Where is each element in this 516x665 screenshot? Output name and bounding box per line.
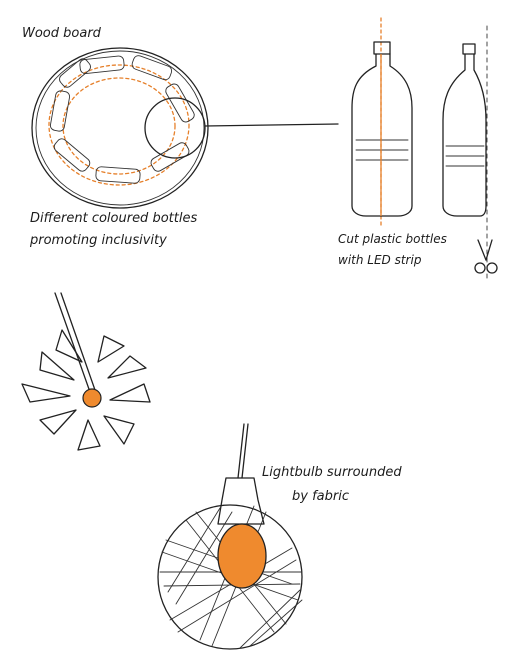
fabric-lamp-drawing [157, 423, 303, 650]
bottle-outline [351, 53, 413, 217]
lightbulb [217, 523, 267, 589]
label-cut-line2: with LED strip [338, 253, 422, 267]
label-wood-board: Wood board [22, 26, 102, 41]
wood-board-outer-circle [31, 47, 209, 209]
scissors-icon [474, 239, 498, 274]
zoom-circle [144, 97, 206, 159]
label-bottles-line2: promoting inclusivity [29, 233, 167, 248]
label-bottles-line1: Different coloured bottles [30, 211, 197, 226]
wood-board-drawing [31, 47, 339, 209]
label-bulb-line1: Lightbulb surrounded [262, 465, 402, 480]
pinwheel-lamp-drawing [21, 292, 151, 451]
pinwheel-bulb [82, 388, 102, 408]
bottle-ring [49, 55, 195, 184]
fabric-ball-outline [157, 504, 303, 650]
pinwheel-cord [54, 292, 91, 393]
cut-bottle-led-drawing [351, 17, 413, 226]
label-cut-line1: Cut plastic bottles [338, 232, 447, 246]
bottle-side-drawing [442, 25, 488, 283]
label-bulb-line2: by fabric [292, 489, 349, 504]
bottle-cap [373, 41, 391, 55]
lamp-cord [237, 423, 245, 479]
zoom-connector-line [204, 123, 339, 127]
bulb-socket [217, 477, 265, 525]
